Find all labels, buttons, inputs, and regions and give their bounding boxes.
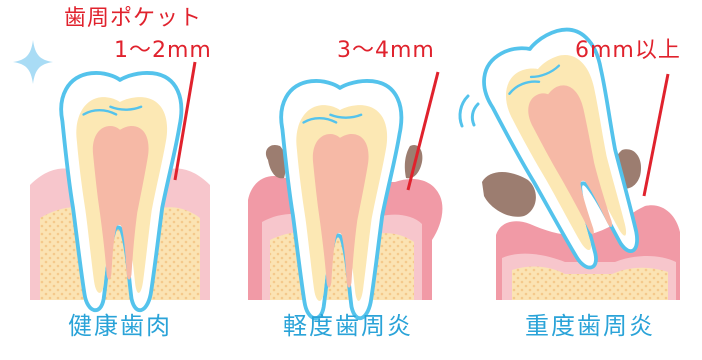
sparkle-icon — [13, 40, 53, 84]
wobble-icon — [460, 96, 478, 126]
caption-mild: 軽度歯周炎 — [268, 314, 428, 338]
pocket-pointer-line — [644, 74, 668, 196]
pocket-pointer-line — [408, 72, 438, 190]
tartar-left — [482, 172, 536, 217]
caption-healthy: 健康歯肉 — [40, 314, 200, 338]
healthy-tooth-panel — [30, 62, 210, 310]
mild-tooth-panel — [248, 72, 442, 318]
pocket-depth-label-mild: 3〜4mm — [337, 40, 435, 62]
caption-severe: 重度歯周炎 — [500, 314, 680, 338]
pocket-title-label: 歯周ポケット — [64, 8, 202, 30]
pocket-depth-label-severe: 6mm以上 — [575, 40, 681, 62]
pocket-depth-label-healthy: 1〜2mm — [114, 40, 212, 62]
